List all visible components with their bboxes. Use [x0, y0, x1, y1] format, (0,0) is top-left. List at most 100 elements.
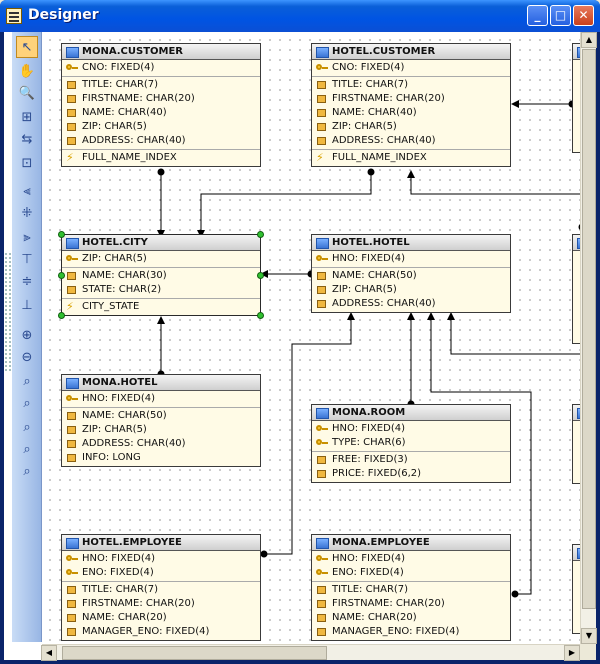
column-row[interactable]: TITLE: CHAR(7) — [312, 583, 510, 597]
scroll-right-button[interactable]: ▶ — [564, 645, 580, 661]
vertical-scrollbar[interactable]: ▲ ▼ — [580, 32, 597, 644]
column-row[interactable]: FREE: FIXED(3) — [312, 453, 510, 467]
primary-key-row[interactable]: HNO: FIXED(4) — [312, 552, 510, 566]
selection-handle[interactable] — [58, 231, 65, 238]
column-row[interactable]: ZIP: CHAR(5) — [312, 283, 510, 297]
column-row[interactable]: MANAGER_ENO: FIXED(4) — [62, 625, 260, 639]
entity-title[interactable] — [573, 545, 580, 561]
primary-key-row[interactable]: CNO: FIXED(4) — [312, 61, 510, 75]
title-bar[interactable]: Designer _ □ ✕ — [0, 0, 600, 32]
column-row[interactable]: INFO: LONG — [62, 451, 260, 465]
vertical-scroll-thumb[interactable] — [582, 49, 596, 609]
minimize-button[interactable]: _ — [527, 5, 548, 26]
entity-offscreen[interactable] — [572, 43, 580, 153]
entity-title[interactable]: MONA.EMPLOYEE — [312, 535, 510, 551]
column-row[interactable]: TITLE: CHAR(7) — [62, 583, 260, 597]
selection-handle[interactable] — [257, 231, 264, 238]
entity-title[interactable]: HOTEL.EMPLOYEE — [62, 535, 260, 551]
index-row[interactable]: ⚡FULL_NAME_INDEX — [62, 151, 260, 165]
column-row[interactable]: NAME: CHAR(50) — [62, 409, 260, 423]
primary-key-row[interactable]: HNO: FIXED(4) — [62, 392, 260, 406]
align-center-tool[interactable]: ⁜ — [21, 205, 33, 221]
entity-title[interactable]: HOTEL.HOTEL — [312, 235, 510, 251]
column-row[interactable]: FIRSTNAME: CHAR(20) — [62, 92, 260, 106]
primary-key-row[interactable]: HNO: FIXED(4) — [62, 552, 260, 566]
zoom-tool[interactable]: 🔍 — [18, 85, 36, 101]
column-row[interactable]: NAME: CHAR(50) — [312, 269, 510, 283]
horizontal-scrollbar[interactable]: ◀ ▶ — [41, 644, 580, 661]
entity-title[interactable]: HOTEL.CUSTOMER — [312, 44, 510, 60]
align-top-tool[interactable]: ⊤ — [21, 251, 33, 267]
column-row[interactable]: NAME: CHAR(30) — [62, 269, 260, 283]
column-row[interactable]: FIRSTNAME: CHAR(20) — [62, 597, 260, 611]
align-middle-tool[interactable]: ≑ — [21, 273, 33, 289]
selection-handle[interactable] — [58, 272, 65, 279]
scroll-up-button[interactable]: ▲ — [581, 32, 597, 48]
column-row[interactable]: ADDRESS: CHAR(40) — [312, 134, 510, 148]
add-table-tool[interactable]: ⊞ — [21, 109, 33, 125]
column-row[interactable]: ADDRESS: CHAR(40) — [62, 134, 260, 148]
primary-key-row[interactable]: TYPE: CHAR(6) — [312, 436, 510, 450]
entity-title[interactable] — [573, 235, 580, 251]
entity-title[interactable]: MONA.HOTEL — [62, 375, 260, 391]
column-row[interactable]: PRICE: FIXED(6,2) — [312, 467, 510, 481]
entity-offscreen[interactable] — [572, 544, 580, 634]
zoom-width-tool[interactable]: ⌕ — [23, 395, 31, 411]
column-row[interactable]: ZIP: CHAR(5) — [62, 423, 260, 437]
horizontal-scroll-thumb[interactable] — [62, 646, 327, 660]
primary-key-row[interactable]: ENO: FIXED(4) — [312, 566, 510, 580]
primary-key-row[interactable]: HNO: FIXED(4) — [312, 422, 510, 436]
selection-handle[interactable] — [257, 272, 264, 279]
primary-key-row[interactable]: CNO: FIXED(4) — [62, 61, 260, 75]
column-row[interactable]: NAME: CHAR(40) — [312, 106, 510, 120]
column-row[interactable]: NAME: CHAR(40) — [62, 106, 260, 120]
align-left-tool[interactable]: ⫷ — [23, 183, 31, 199]
selection-handle[interactable] — [257, 312, 264, 319]
column-row[interactable]: TITLE: CHAR(7) — [312, 78, 510, 92]
entity-title[interactable]: MONA.CUSTOMER — [62, 44, 260, 60]
entity-title[interactable] — [573, 44, 580, 60]
column-row[interactable]: NAME: CHAR(20) — [312, 611, 510, 625]
column-row[interactable]: ZIP: CHAR(5) — [62, 120, 260, 134]
align-right-tool[interactable]: ⫸ — [23, 229, 31, 245]
zoom-height-tool[interactable]: ⌕ — [23, 419, 31, 435]
align-bottom-tool[interactable]: ⊥ — [21, 297, 33, 313]
primary-key-row[interactable]: ENO: FIXED(4) — [62, 566, 260, 580]
column-row[interactable]: ZIP: CHAR(5) — [312, 120, 510, 134]
fit-tool[interactable]: ⊡ — [21, 155, 33, 171]
index-row[interactable]: ⚡FULL_NAME_INDEX — [312, 151, 510, 165]
pointer-tool[interactable]: ↖ — [16, 36, 38, 58]
entity-title[interactable]: MONA.ROOM — [312, 405, 510, 421]
hand-tool[interactable]: ✋ — [18, 63, 36, 79]
entity-offscreen[interactable] — [572, 404, 580, 484]
zoom-actual-tool[interactable]: ⌕ — [23, 463, 31, 479]
entity-offscreen[interactable] — [572, 234, 580, 344]
selection-handle[interactable] — [58, 312, 65, 319]
primary-key-row[interactable]: ZIP: CHAR(5) — [62, 252, 260, 266]
column-row[interactable]: NAME: CHAR(20) — [62, 611, 260, 625]
column-row[interactable]: FIRSTNAME: CHAR(20) — [312, 92, 510, 106]
close-button[interactable]: ✕ — [573, 5, 594, 26]
entity-title[interactable]: HOTEL.CITY — [62, 235, 260, 251]
scroll-left-button[interactable]: ◀ — [41, 645, 57, 661]
maximize-button[interactable]: □ — [550, 5, 571, 26]
primary-key-row[interactable]: HNO: FIXED(4) — [312, 252, 510, 266]
entity-title[interactable] — [573, 405, 580, 421]
column-row[interactable]: MANAGER_ENO: FIXED(4) — [312, 625, 510, 639]
zoom-in-tool[interactable]: ⊕ — [21, 327, 33, 343]
scroll-down-button[interactable]: ▼ — [581, 628, 597, 644]
zoom-out-tool[interactable]: ⊖ — [21, 349, 33, 365]
column-row[interactable]: ADDRESS: CHAR(40) — [62, 437, 260, 451]
zoom-fit-tool[interactable]: ⌕ — [23, 373, 31, 389]
index-row[interactable]: ⚡CITY_STATE — [62, 300, 260, 314]
column-row[interactable]: FIRSTNAME: CHAR(20) — [312, 597, 510, 611]
add-relation-tool[interactable]: ⇆ — [21, 131, 33, 147]
